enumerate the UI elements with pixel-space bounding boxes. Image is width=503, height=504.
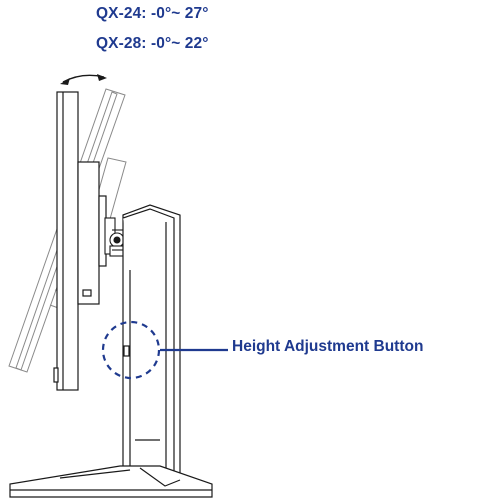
- stand-column: [122, 204, 181, 491]
- monitor-panel: [53, 91, 107, 391]
- tilt-spec-qx28: QX-28: -0°~ 22°: [96, 35, 209, 52]
- tilt-arrow-icon: [60, 74, 107, 85]
- stand-base: [9, 465, 213, 498]
- height-adjustment-button-label: Height Adjustment Button: [232, 338, 424, 355]
- height-adjustment-button-highlight: [101, 320, 161, 380]
- tilt-spec-qx24: QX-24: -0°~ 27°: [96, 5, 209, 22]
